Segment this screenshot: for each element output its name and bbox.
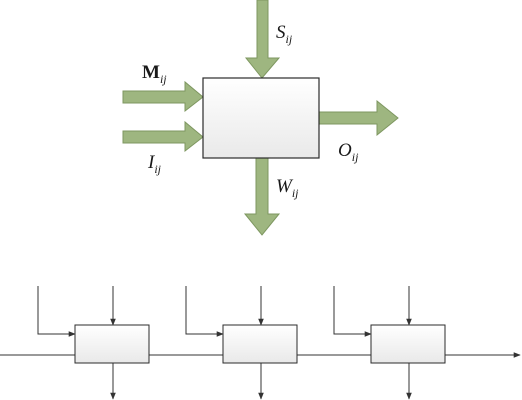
i-input-arrow bbox=[122, 120, 204, 153]
label-o: Oij bbox=[338, 140, 359, 164]
top-process-diagram: Sij Mij Iij Oij Wij bbox=[122, 0, 399, 236]
o-output-arrow bbox=[318, 99, 399, 137]
process-box bbox=[202, 77, 320, 159]
m-input-arrow bbox=[122, 80, 204, 113]
w-output-arrow bbox=[243, 157, 281, 236]
chain-side-input-2 bbox=[185, 286, 224, 337]
chain-side-input-1 bbox=[37, 286, 76, 337]
bottom-chain-diagram bbox=[0, 286, 521, 400]
chain-box-1 bbox=[74, 324, 150, 364]
s-input-arrow bbox=[244, 0, 281, 79]
label-s: Sij bbox=[276, 22, 293, 46]
label-m: Mij bbox=[142, 62, 167, 86]
chain-box-2 bbox=[222, 324, 298, 364]
chain-box-3 bbox=[370, 324, 446, 364]
chain-side-input-3 bbox=[333, 286, 372, 337]
label-w: Wij bbox=[276, 176, 299, 200]
label-i: Iij bbox=[147, 152, 162, 176]
